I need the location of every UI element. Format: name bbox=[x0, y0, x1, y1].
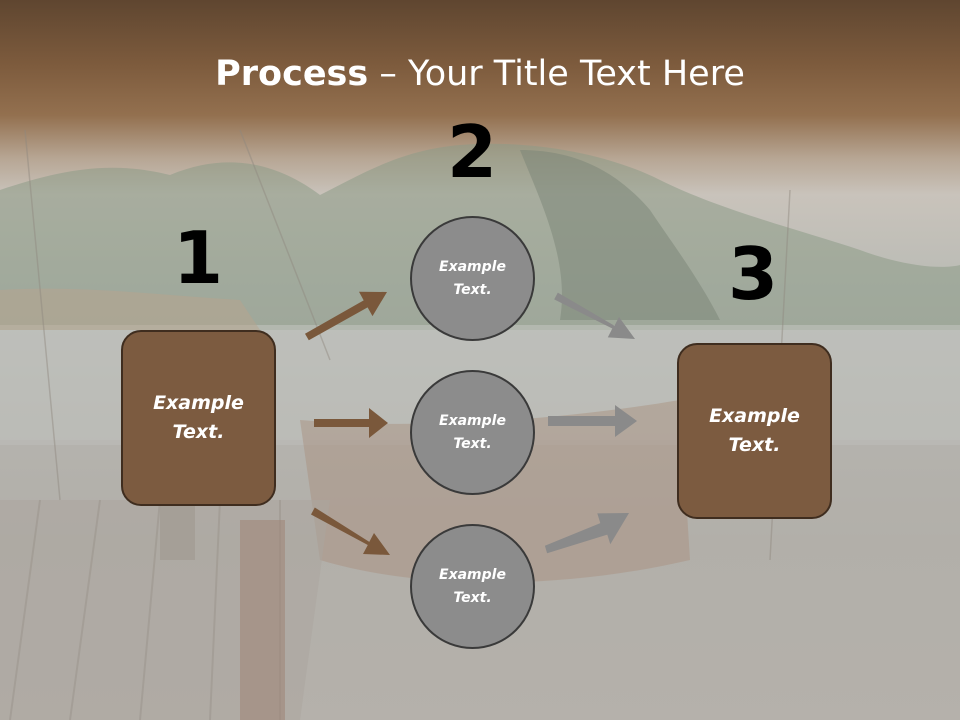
circle-middle-line2: Text. bbox=[453, 435, 492, 452]
step-number-2: 2 bbox=[446, 110, 498, 194]
box-left-line2: Text. bbox=[172, 421, 225, 443]
box-right-line1: Example bbox=[709, 405, 800, 427]
step-number-3: 3 bbox=[727, 232, 779, 316]
title-bold: Process bbox=[215, 54, 369, 94]
circle-top-line2: Text. bbox=[453, 281, 492, 298]
circle-bottom-line1: Example bbox=[439, 566, 506, 583]
circle-top-line1: Example bbox=[439, 258, 506, 275]
title-rest: – Your Title Text Here bbox=[368, 54, 745, 94]
box-left-line1: Example bbox=[153, 392, 244, 414]
slide-title: Process – Your Title Text Here bbox=[0, 52, 960, 96]
circle-middle-line1: Example bbox=[439, 412, 506, 429]
circle-bottom-line2: Text. bbox=[453, 589, 492, 606]
step-number-1: 1 bbox=[172, 216, 224, 300]
box-right-line2: Text. bbox=[728, 434, 781, 456]
